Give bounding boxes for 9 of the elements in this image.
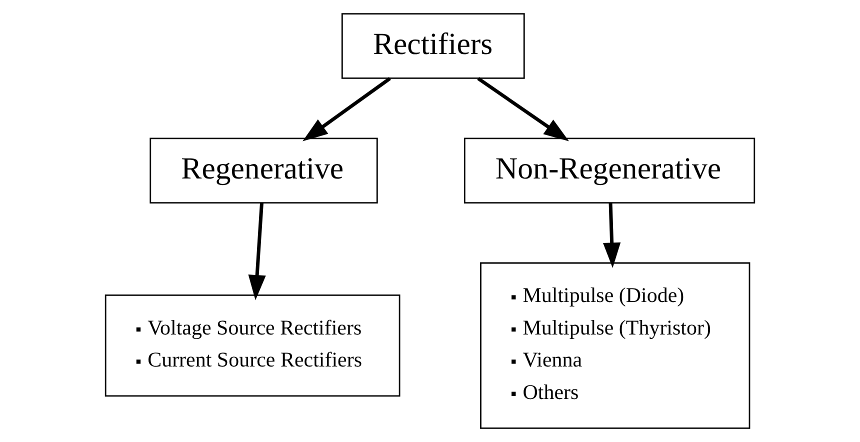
node-box: Multipulse (Diode) Multipulse (Thyristor) Vienna Others — [480, 262, 750, 429]
node-box: Non-Regenerative — [464, 138, 756, 204]
node-box: Regenerative — [150, 138, 378, 204]
node-box: Voltage Source Rectifiers Current Source Rectifiers — [104, 294, 400, 397]
arrow — [603, 203, 621, 268]
arrow — [248, 203, 266, 300]
arrow — [477, 77, 569, 142]
node-box: Rectifiers — [341, 13, 525, 79]
arrow — [302, 77, 391, 142]
